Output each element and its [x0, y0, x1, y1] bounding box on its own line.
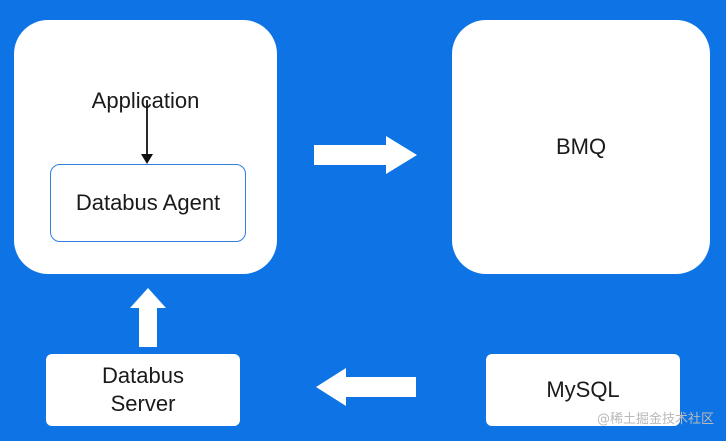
server-to-application-arrow [130, 288, 166, 347]
databus-agent-node: Databus Agent [50, 164, 246, 242]
mysql-label: MySQL [546, 377, 620, 402]
databus-agent-label: Databus Agent [75, 190, 221, 215]
application-label: Application [91, 88, 200, 113]
databus-server-label-line2: Server [110, 391, 176, 416]
mysql-node: MySQL [486, 354, 680, 426]
watermark: @稀土掘金技术社区 [596, 412, 714, 427]
bmq-node: BMQ [452, 20, 710, 274]
application-to-bmq-arrow [314, 136, 417, 174]
bmq-label: BMQ [555, 134, 607, 159]
mysql-to-server-arrow [316, 368, 416, 406]
databus-server-label-line1: Databus [102, 363, 184, 388]
databus-server-node: Databus Server [46, 354, 240, 426]
